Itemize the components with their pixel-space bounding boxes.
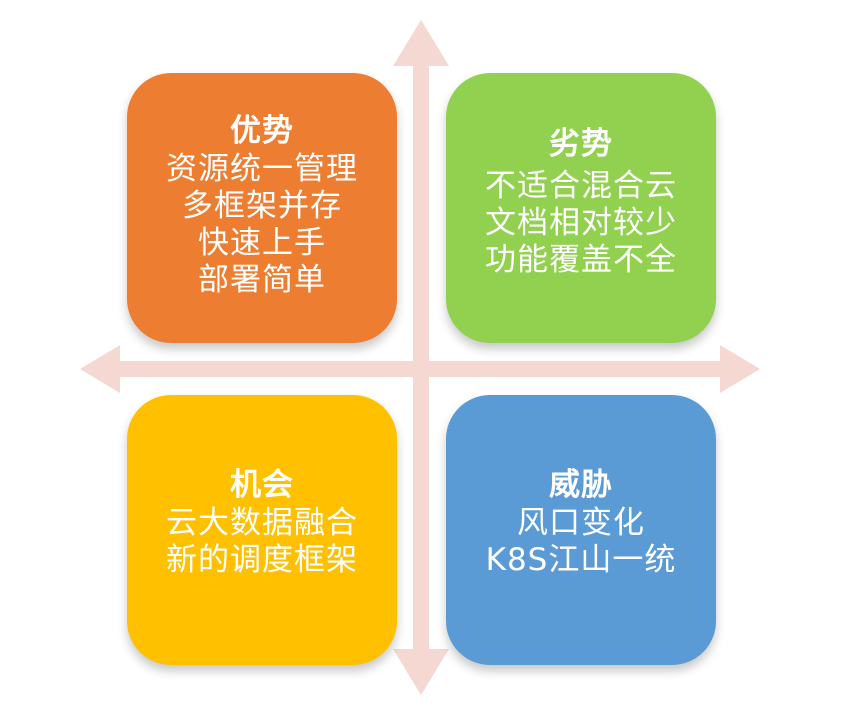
weaknesses-line: 文档相对较少 [485, 204, 677, 241]
horizontal-axis-arrow [80, 345, 760, 393]
weaknesses-title: 劣势 [549, 125, 613, 162]
vertical-axis-arrow [393, 20, 449, 695]
strengths-line: 多框架并存 [182, 188, 342, 224]
threats-line: 风口变化 [517, 505, 645, 541]
strengths-quadrant: 优势 资源统一管理 多框架并存 快速上手 部署简单 [127, 73, 397, 343]
strengths-line: 部署简单 [198, 262, 326, 298]
threats-title: 威胁 [549, 467, 613, 503]
strengths-line: 快速上手 [198, 225, 326, 261]
threats-line: K8S江山一统 [485, 542, 677, 578]
strengths-title: 优势 [230, 113, 294, 149]
opportunities-line: 云大数据融合 [166, 505, 358, 541]
weaknesses-quadrant: 劣势 不适合混合云 文档相对较少 功能覆盖不全 [446, 73, 716, 343]
threats-quadrant: 威胁 风口变化 K8S江山一统 [446, 395, 716, 665]
opportunities-line: 新的调度框架 [166, 542, 358, 578]
opportunities-quadrant: 机会 云大数据融合 新的调度框架 [127, 395, 397, 665]
weaknesses-line: 功能覆盖不全 [485, 241, 677, 278]
strengths-line: 资源统一管理 [166, 151, 358, 187]
opportunities-title: 机会 [230, 467, 294, 503]
weaknesses-line: 不适合混合云 [485, 167, 677, 204]
